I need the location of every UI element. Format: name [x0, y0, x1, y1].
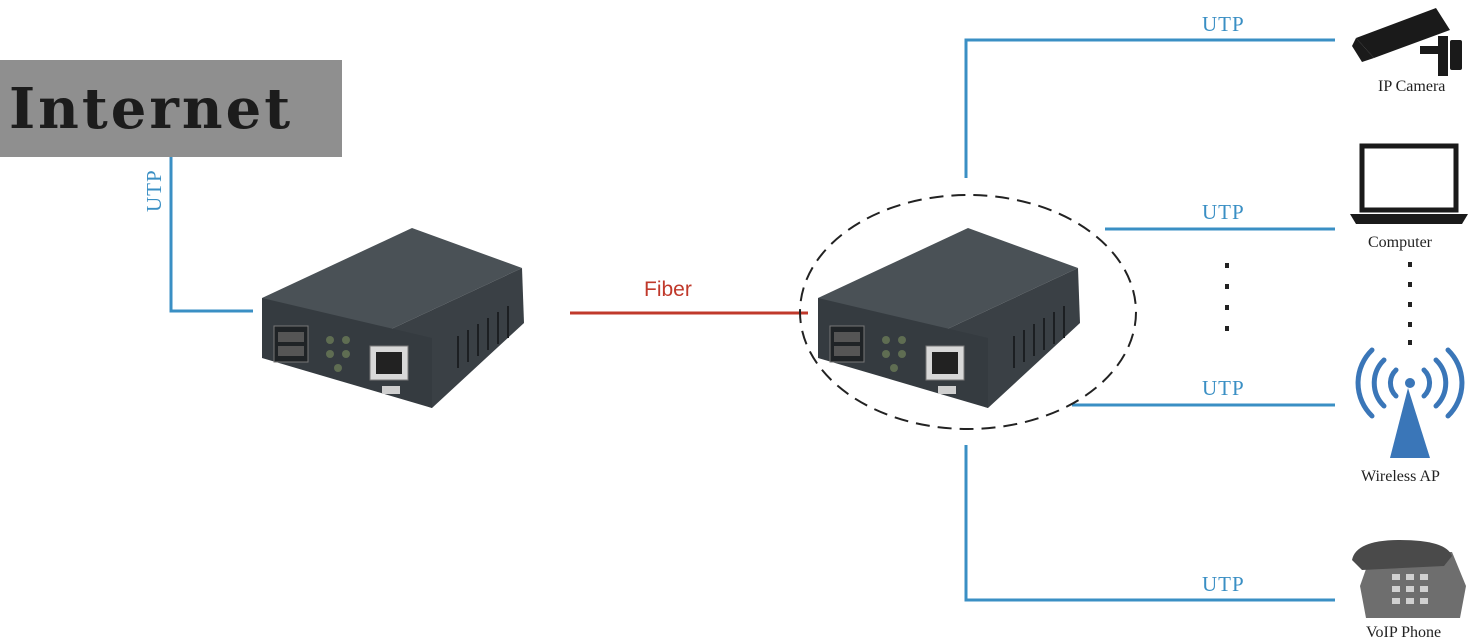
utp-label-camera: UTP	[1202, 12, 1245, 36]
phone-icon	[1352, 540, 1466, 618]
media-converter-left	[261, 227, 525, 409]
utp-label-phone: UTP	[1202, 572, 1245, 596]
utp-internet-link	[169, 157, 253, 313]
utp-label-internet: UTP	[142, 169, 166, 212]
utp-label-computer: UTP	[1202, 200, 1245, 224]
media-converter-right	[817, 227, 1081, 409]
device-label-phone: VoIP Phone	[1366, 624, 1442, 641]
device-label-computer: Computer	[1368, 234, 1432, 251]
device-label-ap: Wireless AP	[1361, 468, 1440, 485]
laptop-icon	[1350, 143, 1468, 224]
highlight-ellipse	[799, 194, 1137, 430]
utp-phone-link	[964, 445, 1335, 602]
utp-camera-link	[964, 38, 1335, 178]
device-label-camera: IP Camera	[1378, 78, 1446, 95]
internet-box: Internet	[0, 60, 342, 157]
camera-icon	[1352, 8, 1462, 76]
wireless-ap-icon	[1355, 347, 1465, 458]
fiber-label: Fiber	[644, 278, 692, 301]
more-devices-dots	[1225, 262, 1412, 345]
utp-label-ap: UTP	[1202, 376, 1245, 400]
internet-label: Internet	[8, 75, 294, 142]
